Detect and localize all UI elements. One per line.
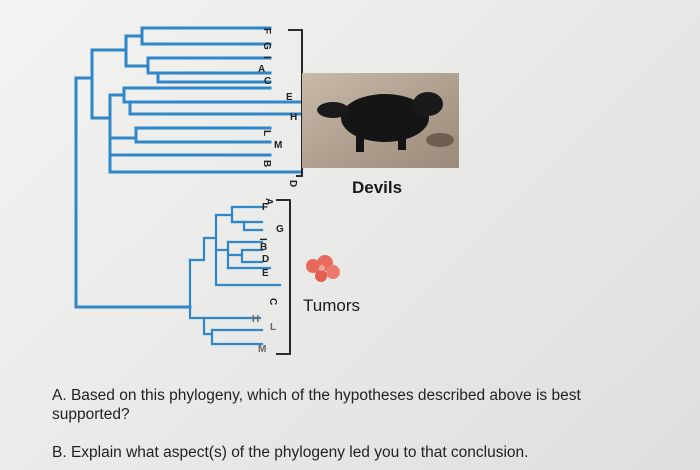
tip-label: L [261, 130, 272, 136]
tip-label: F [262, 202, 268, 213]
tip-label: I [261, 56, 272, 59]
devil-tip-labels: F G I A C E H L M B D [258, 28, 298, 187]
tip-label: H [252, 314, 259, 325]
tip-label: I [257, 238, 268, 241]
tumors-label: Tumors [303, 296, 360, 315]
tip-label: D [262, 254, 269, 265]
question-b: B. Explain what aspect(s) of the phyloge… [52, 444, 529, 461]
tip-label: G [276, 224, 284, 235]
tip-label: M [274, 140, 282, 151]
devils-label: Devils [352, 178, 403, 197]
tip-label: C [264, 76, 271, 87]
devil-phylogeny-tree [74, 26, 302, 309]
tip-label: L [270, 322, 276, 333]
tumor-cells-icon [306, 255, 340, 282]
tip-label: D [287, 180, 298, 187]
tip-label: E [286, 92, 293, 103]
tumor-phylogeny-tree [188, 205, 282, 346]
tip-label: E [262, 268, 269, 279]
question-a: A. Based on this phylogeny, which of the… [52, 387, 581, 423]
tumor-tip-labels: A F G I B D E C H L M [252, 198, 284, 355]
tip-label: H [290, 112, 297, 123]
tip-label: A [258, 64, 265, 75]
tip-label: G [261, 42, 272, 50]
tip-label: F [261, 28, 272, 34]
tasmanian-devil-photo [302, 73, 459, 168]
tumor-clade-bracket [276, 199, 291, 355]
root-branch [74, 76, 192, 309]
tip-label: M [258, 344, 266, 355]
tip-label: B [261, 160, 272, 167]
tip-label: C [267, 298, 278, 305]
tip-label: B [260, 242, 267, 253]
tip-label: A [263, 198, 274, 205]
